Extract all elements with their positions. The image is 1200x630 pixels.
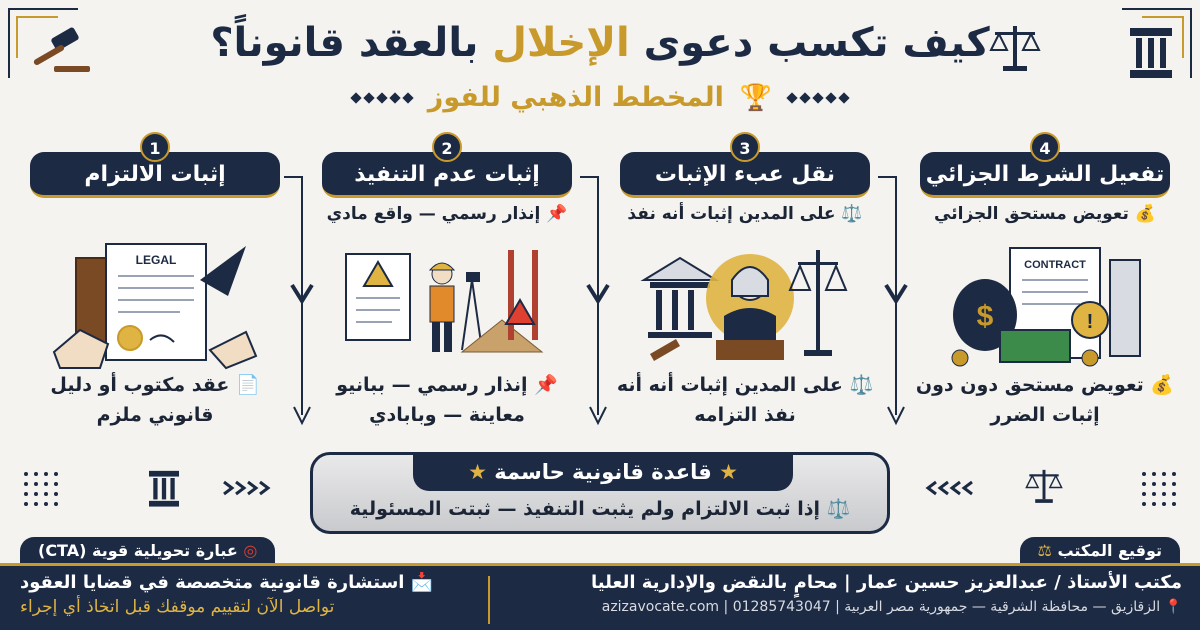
signature-tag-text: توقيع المكتب	[1057, 541, 1162, 560]
frame-corner-top-right	[1122, 8, 1192, 78]
construction-icon	[345, 250, 544, 353]
dot-grid-left	[22, 470, 62, 514]
rule-body: ⚖️ إذا ثبت الالتزام ولم يثبت التنفيذ — ث…	[349, 498, 851, 520]
svg-text:$: $	[977, 300, 994, 333]
chevrons-icon	[223, 480, 271, 496]
target-icon: ◎	[243, 541, 258, 560]
signature-main: مكتب الأستاذ / عبدالعزيز حسين عمار | محا…	[590, 572, 1182, 593]
cta-sub: تواصل الآن لتقييم موقفك قبل اتخاذ أي إجر…	[20, 597, 335, 617]
step-2-line1: 📌 إنذار رسمي — واقع مادي	[326, 204, 568, 224]
trophy-icon: 🏆	[739, 82, 773, 113]
step-4-line2: 💰 تعويض مستحق دون دون إثبات الضرر	[915, 374, 1175, 426]
footer-divider	[488, 576, 490, 624]
step-3-line2: ⚖️ على المدين إثبات أنه أنه نفذ التزامه	[616, 374, 874, 426]
signature-tag: توقيع المكتب ⚖	[1019, 537, 1180, 565]
scales-icon	[989, 26, 1041, 71]
step-4-line1: 💰 تعويض مستحق الجزائي	[934, 204, 1156, 224]
arrow-down-icon	[284, 176, 314, 426]
step-4-card: 4 تفعيل الشرط الجزائي 💰 تعويض مستحق الجز…	[910, 132, 1180, 440]
step-3-line1: ⚖️ على المدين إثبات أنه نفذ	[627, 204, 863, 224]
dot-grid-right	[1140, 470, 1180, 514]
gavel-icon	[33, 27, 90, 72]
title-accent: الإخلال	[492, 20, 630, 66]
page-title: كيف تكسب دعوى الإخلال بالعقد قانوناً؟	[0, 20, 1200, 66]
cta-block: 📩 استشارة قانونية متخصصة في قضايا العقود…	[20, 572, 470, 617]
step-2-card: 2 إثبات عدم التنفيذ 📌 إنذار رسمي — واقع …	[312, 132, 582, 440]
step-4-number: 4	[1030, 132, 1060, 162]
column-icon	[1130, 28, 1172, 78]
rule-title: ★ قاعدة قانونية حاسمة ★	[413, 453, 793, 491]
subtitle: المخطط الذهبي للفوز	[427, 82, 724, 113]
cta-tag: ◎ عبارة تحويلية قوية (CTA)	[20, 537, 276, 565]
scales-icon: ⚖	[1037, 541, 1052, 560]
cta-main[interactable]: 📩 استشارة قانونية متخصصة في قضايا العقود	[20, 572, 434, 593]
arrow-down-icon	[878, 176, 908, 426]
step-3-number: 3	[730, 132, 760, 162]
column-icon	[149, 470, 179, 507]
step-3-card: 3 نقل عبء الإثبات ⚖️ على المدين إثبات أن…	[610, 132, 880, 440]
step-1-number: 1	[140, 132, 170, 162]
subtitle-row: 🏆 المخطط الذهبي للفوز	[0, 82, 1200, 113]
chevrons-icon	[925, 480, 973, 496]
contract-label: CONTRACT	[1024, 259, 1086, 271]
signature-contact[interactable]: 📍 الزقازيق — محافظة الشرقية — جمهورية مص…	[601, 599, 1182, 615]
step-1-card: 1 إثبات الالتزام LEGAL 📄 عقد مكتوب أو دل…	[20, 132, 290, 440]
footer: 📩 استشارة قانونية متخصصة في قضايا العقود…	[0, 563, 1200, 630]
decorative-dots-right	[786, 91, 850, 104]
step-1-line2: 📄 عقد مكتوب أو دليل قانوني ملزم	[50, 374, 260, 426]
decorative-dots-left	[350, 91, 414, 104]
scales-icon	[1025, 469, 1063, 503]
money-contract-icon: CONTRACT $ !	[951, 247, 1141, 367]
rule-banner: ★ قاعدة قانونية حاسمة ★ ⚖️ إذا ثبت الالت…	[310, 452, 890, 534]
rule-title-text: قاعدة قانونية حاسمة	[494, 460, 712, 484]
legal-document-icon: LEGAL	[52, 243, 258, 370]
legal-label: LEGAL	[136, 253, 177, 267]
svg-text:!: !	[1087, 311, 1094, 333]
signature-block: مكتب الأستاذ / عبدالعزيز حسين عمار | محا…	[492, 572, 1182, 615]
cta-tag-text: عبارة تحويلية قوية (CTA)	[38, 541, 238, 560]
title-part1: كيف تكسب دعوى	[643, 20, 990, 66]
frame-corner-top-left	[8, 8, 78, 78]
arrow-down-icon	[580, 176, 610, 426]
step-4-title: تفعيل الشرط الجزائي	[920, 152, 1170, 198]
star-icon: ★	[719, 460, 738, 484]
step-2-line2: 📌 إنذار رسمي — ببانيو معاينة — وبابادي	[336, 374, 558, 426]
judge-icon	[640, 250, 848, 361]
star-icon: ★	[468, 460, 487, 484]
step-2-number: 2	[432, 132, 462, 162]
step-2-title: إثبات عدم التنفيذ	[322, 152, 572, 198]
title-part2: بالعقد قانوناً؟	[210, 20, 479, 66]
